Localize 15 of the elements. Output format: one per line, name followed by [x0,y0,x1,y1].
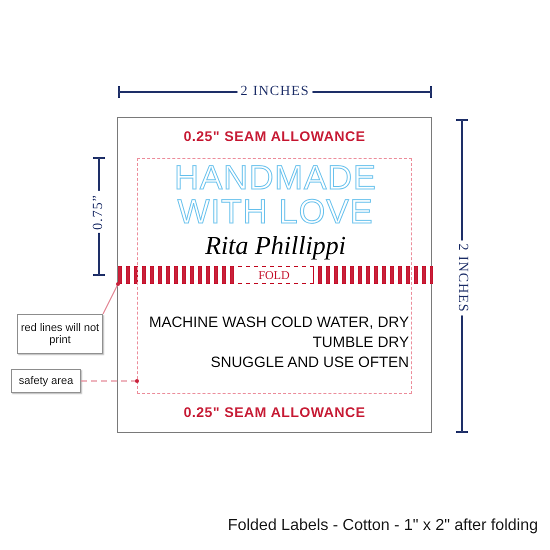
care-text: MACHINE WASH COLD WATER, DRY [148,314,409,331]
care-text: TUMBLE DRY [312,334,409,351]
leader-line [81,379,139,383]
label-card [117,117,432,433]
seam-allowance-text: 0.25" SEAM ALLOWANCE [182,404,366,420]
title-text: HANDMADE WITH LOVE [173,161,378,229]
fold-stripe [118,266,433,284]
callout-box: red lines will not print [17,314,103,354]
caption: Folded Labels - Cotton - 1" x 2" after folding [228,517,538,535]
name-text: Rita Phillippi [204,231,347,261]
care-text: SNUGGLE AND USE OFTEN [210,354,409,371]
seam-allowance-text: 0.25" SEAM ALLOWANCE [182,128,366,144]
fold-text: FOLD [235,267,313,283]
callout-box: safety area [11,369,81,393]
leader-line [102,282,120,314]
